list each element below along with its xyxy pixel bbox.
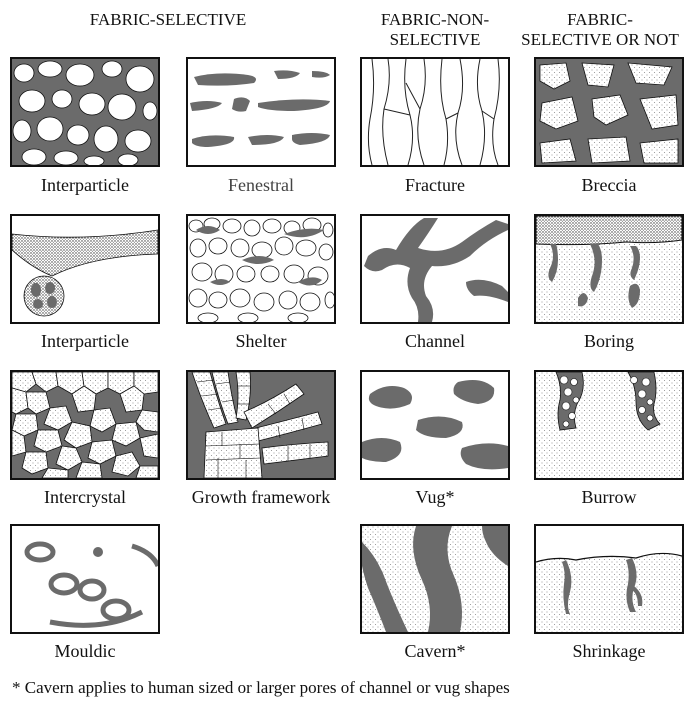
panel-growth-framework (186, 370, 336, 480)
label-interparticle-1: Interparticle (0, 174, 170, 196)
header-fabric-non-selective: FABRIC-NON- SELECTIVE (356, 10, 514, 50)
label-cavern: Cavern* (350, 640, 520, 662)
panel-cavern (360, 524, 510, 634)
label-interparticle-2: Interparticle (0, 330, 170, 352)
panel-intercrystal (10, 370, 160, 480)
label-intercrystal: Intercrystal (0, 486, 170, 508)
panel-breccia (534, 57, 684, 167)
panel-fracture (360, 57, 510, 167)
panel-interparticle (10, 57, 160, 167)
panel-fenestral (186, 57, 336, 167)
panel-shelter (186, 214, 336, 324)
panel-burrow (534, 370, 684, 480)
label-burrow: Burrow (524, 486, 694, 508)
panel-interparticle-2 (10, 214, 160, 324)
label-vug: Vug* (350, 486, 520, 508)
label-breccia: Breccia (524, 174, 694, 196)
label-channel: Channel (350, 330, 520, 352)
label-shrinkage: Shrinkage (524, 640, 694, 662)
label-fracture: Fracture (350, 174, 520, 196)
panel-shrinkage (534, 524, 684, 634)
panel-vug (360, 370, 510, 480)
label-boring: Boring (524, 330, 694, 352)
header-fabric-selective-or-not: FABRIC- SELECTIVE OR NOT (505, 10, 695, 50)
panel-mouldic (10, 524, 160, 634)
footnote: * Cavern applies to human sized or large… (12, 678, 510, 698)
label-shelter: Shelter (176, 330, 346, 352)
label-growth-framework: Growth framework (168, 486, 354, 508)
label-fenestral: Fenestral (176, 174, 346, 196)
header-fabric-selective: FABRIC-SELECTIVE (58, 10, 278, 30)
label-mouldic: Mouldic (0, 640, 170, 662)
panel-boring (534, 214, 684, 324)
panel-channel (360, 214, 510, 324)
